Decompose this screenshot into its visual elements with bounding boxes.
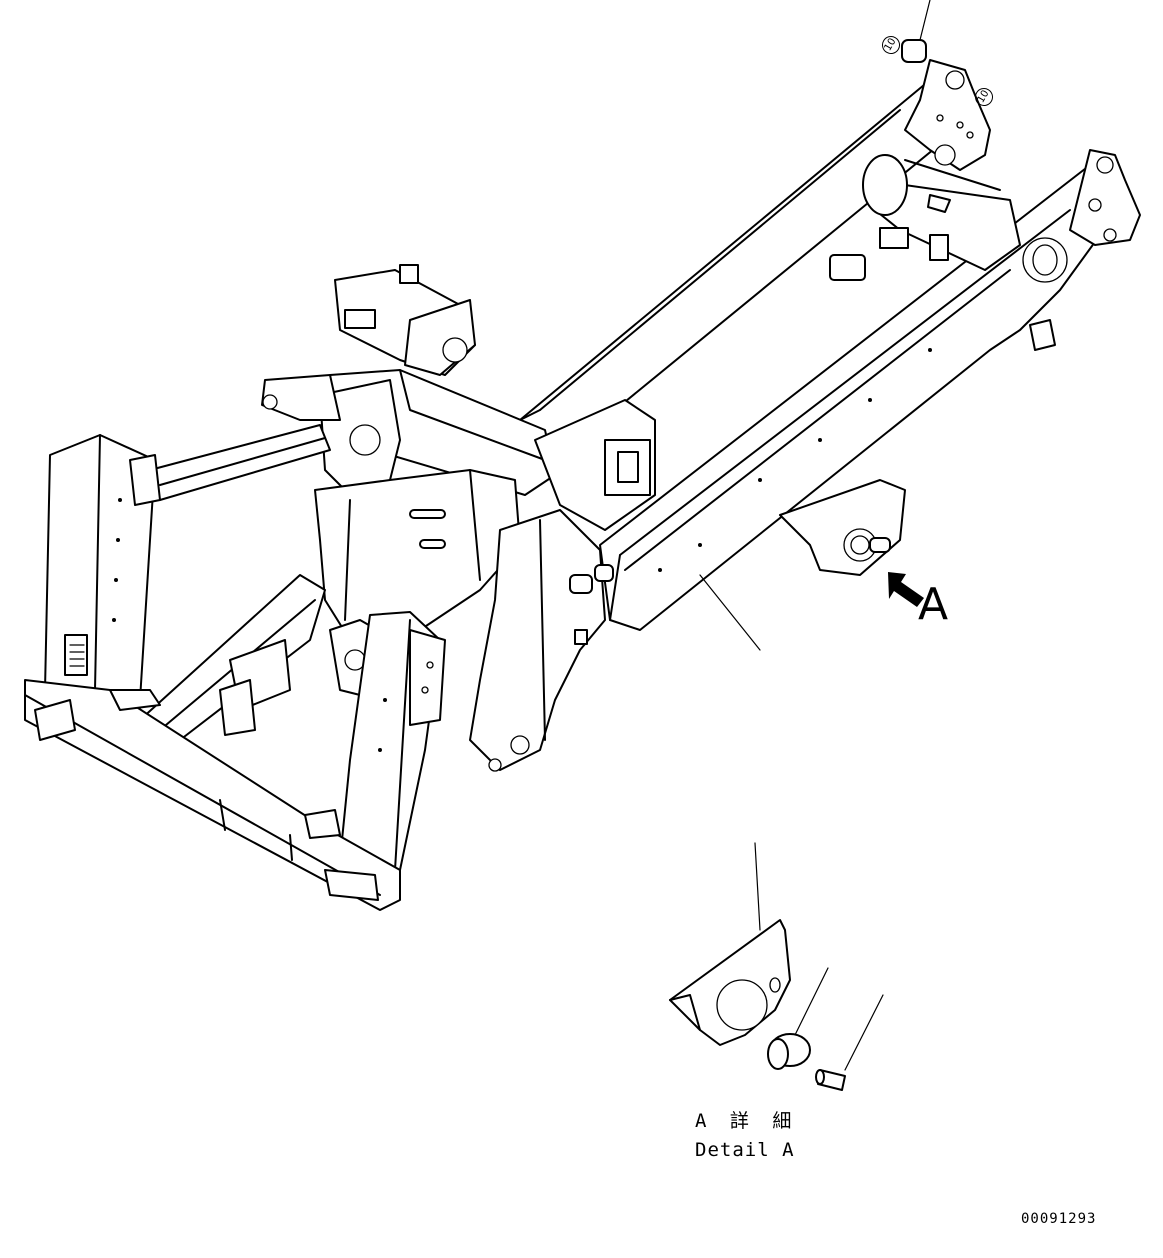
right-vertical-post [339,611,446,881]
front-base-frame [24,679,401,911]
detail-label-japanese: A 詳 細 [695,1110,798,1132]
detail-label-english: Detail A [695,1139,795,1161]
drawing-number: 00091293 [1021,1211,1097,1227]
detail-a-location [779,479,906,576]
detail-a-view [669,842,884,1091]
central-body [314,469,521,701]
left-diagonal-strut [149,424,331,501]
right-lower-leg [469,509,614,772]
view-a-arrow [888,572,924,607]
rear-upper-bracket [334,264,476,376]
pin-part [815,1069,846,1091]
bushing-part [767,1033,811,1070]
lower-side-rail [599,149,1141,631]
section-leader-line [699,574,761,651]
upper-side-rail [519,59,991,481]
top-pin-part [901,0,931,63]
left-vertical-post [44,434,161,711]
view-a-label: A [918,579,949,630]
lower-diagonal-strut [139,574,326,741]
rear-cross-tube [829,154,1021,281]
